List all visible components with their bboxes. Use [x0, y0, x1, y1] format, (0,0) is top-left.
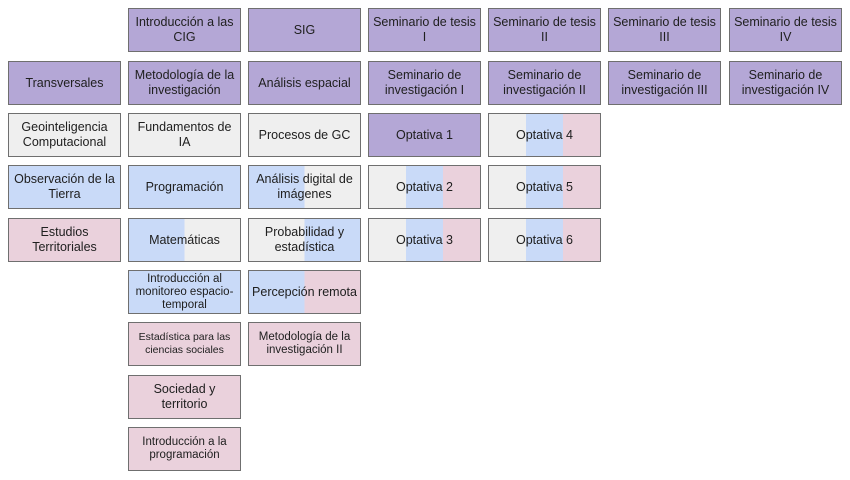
- course-optativa-4: Optativa 4: [488, 113, 601, 157]
- course-label: SIG: [293, 22, 316, 37]
- course-analisis-espacial: Análisis espacial: [248, 61, 361, 105]
- track-transversales: Transversales: [8, 61, 121, 105]
- course-metodologia: Metodología de la investigación: [128, 61, 241, 105]
- course-label: Optativa 2: [396, 179, 453, 194]
- course-label: Seminario de tesis II: [493, 15, 596, 44]
- course-label: Seminario de tesis I: [373, 15, 476, 44]
- course-label: Análisis espacial: [258, 75, 351, 90]
- course-label: Programación: [145, 179, 224, 194]
- course-optativa-1: Optativa 1: [368, 113, 481, 157]
- course-programacion: Programación: [128, 165, 241, 209]
- course-label: Sociedad y territorio: [153, 382, 216, 411]
- course-seminario-tesis-iii: Seminario de tesis III: [608, 8, 721, 52]
- course-seminario-investigacion-i: Seminario de investigación I: [368, 61, 481, 105]
- course-label: Seminario de investigación II: [503, 68, 586, 97]
- course-optativa-5: Optativa 5: [488, 165, 601, 209]
- course-label: Seminario de tesis IV: [734, 15, 837, 44]
- track-label: Estudios Territoriales: [32, 225, 97, 254]
- course-optativa-3: Optativa 3: [368, 218, 481, 262]
- course-label: Matemáticas: [149, 232, 220, 247]
- track-geointeligencia: Geointeligencia Computacional: [8, 113, 121, 157]
- course-seminario-investigacion-ii: Seminario de investigación II: [488, 61, 601, 105]
- track-observacion: Observación de la Tierra: [8, 165, 121, 209]
- course-optativa-2: Optativa 2: [368, 165, 481, 209]
- course-estadistica-sociales: Estadística para las ciencias sociales: [128, 322, 241, 366]
- course-label: Percepción remota: [252, 284, 357, 299]
- course-label: Estadística para las ciencias sociales: [138, 331, 231, 356]
- track-estudios: Estudios Territoriales: [8, 218, 121, 262]
- course-seminario-investigacion-iv: Seminario de investigación IV: [729, 61, 842, 105]
- course-procesos-gc: Procesos de GC: [248, 113, 361, 157]
- course-label: Fundamentos de IA: [137, 120, 232, 149]
- course-label: Seminario de investigación I: [384, 68, 465, 97]
- course-optativa-6: Optativa 6: [488, 218, 601, 262]
- course-label: Introducción al monitoreo espacio-tempor…: [135, 272, 234, 311]
- course-label: Introducción a la programación: [142, 436, 227, 461]
- course-seminario-tesis-i: Seminario de tesis I: [368, 8, 481, 52]
- course-analisis-digital: Análisis digital de imágenes: [248, 165, 361, 209]
- course-matematicas: Matemáticas: [128, 218, 241, 262]
- course-label: Seminario de tesis III: [613, 15, 716, 44]
- course-label: Optativa 4: [516, 127, 573, 142]
- course-seminario-tesis-ii: Seminario de tesis II: [488, 8, 601, 52]
- course-label: Introducción a las CIG: [135, 15, 234, 44]
- course-seminario-investigacion-iii: Seminario de investigación III: [608, 61, 721, 105]
- course-label: Análisis digital de imágenes: [256, 172, 353, 201]
- course-label: Seminario de investigación III: [621, 68, 708, 97]
- course-sig: SIG: [248, 8, 361, 52]
- course-label: Optativa 5: [516, 179, 573, 194]
- course-probabilidad: Probabilidad y estadística: [248, 218, 361, 262]
- course-intro-programacion: Introducción a la programación: [128, 427, 241, 471]
- course-label: Seminario de investigación IV: [741, 68, 830, 97]
- track-label: Transversales: [25, 75, 104, 90]
- course-sociedad-territorio: Sociedad y territorio: [128, 375, 241, 419]
- course-label: Metodología de la investigación II: [258, 331, 351, 356]
- course-label: Metodología de la investigación: [134, 68, 235, 97]
- track-label: Observación de la Tierra: [14, 172, 115, 201]
- course-percepcion-remota: Percepción remota: [248, 270, 361, 314]
- course-fundamentos-ia: Fundamentos de IA: [128, 113, 241, 157]
- course-seminario-tesis-iv: Seminario de tesis IV: [729, 8, 842, 52]
- course-label: Optativa 6: [516, 232, 573, 247]
- course-label: Procesos de GC: [258, 127, 351, 142]
- track-label: Geointeligencia Computacional: [21, 120, 108, 149]
- course-label: Probabilidad y estadística: [264, 225, 345, 254]
- course-intro-cig: Introducción a las CIG: [128, 8, 241, 52]
- course-label: Optativa 3: [396, 232, 453, 247]
- course-metodologia-ii: Metodología de la investigación II: [248, 322, 361, 366]
- course-intro-monitoreo: Introducción al monitoreo espacio-tempor…: [128, 270, 241, 314]
- course-label: Optativa 1: [396, 127, 453, 142]
